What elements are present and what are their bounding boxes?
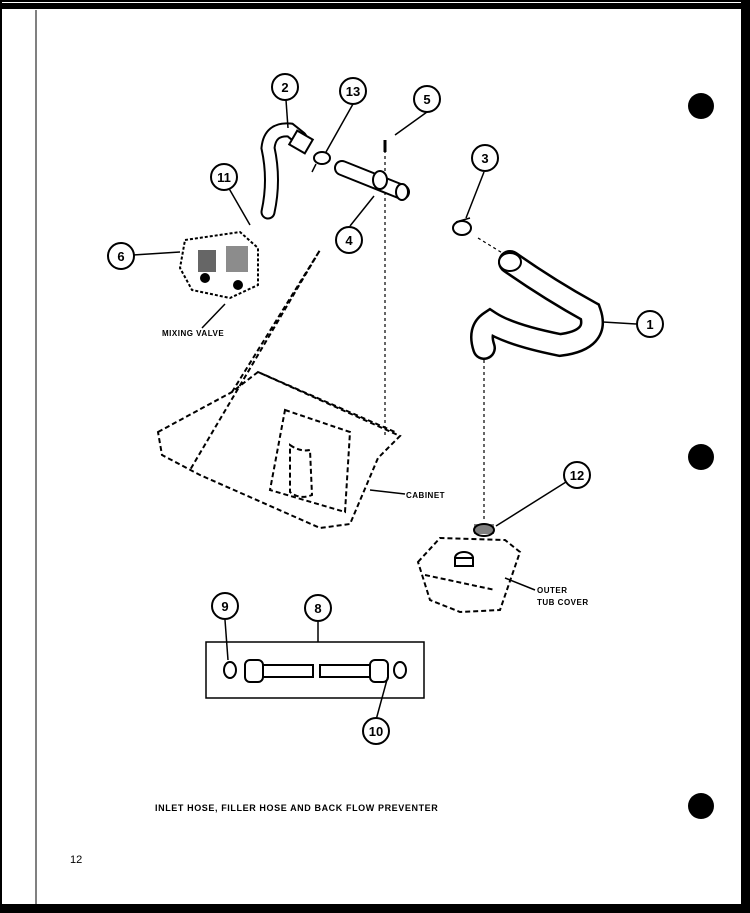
svg-text:8: 8 <box>314 601 321 616</box>
callout-1: 1 <box>636 310 664 338</box>
callout-10: 10 <box>362 717 390 745</box>
mixing-valve <box>178 230 259 300</box>
binder-hole <box>688 93 714 119</box>
callout-5: 5 <box>413 85 441 113</box>
label-cabinet: CABINET <box>406 491 445 500</box>
dash-line <box>477 237 505 255</box>
svg-text:13: 13 <box>346 84 360 99</box>
svg-text:4: 4 <box>345 233 353 248</box>
svg-text:5: 5 <box>423 92 430 107</box>
hose-kit-box <box>205 641 425 699</box>
callout-6: 6 <box>107 242 135 270</box>
cabinet-outline <box>156 150 402 530</box>
svg-text:2: 2 <box>281 80 288 95</box>
callout-8: 8 <box>304 594 332 622</box>
callout-13: 13 <box>339 77 367 105</box>
svg-text:3: 3 <box>481 151 488 166</box>
callout-12: 12 <box>563 461 591 489</box>
callout-2: 2 <box>271 73 299 101</box>
callout-4: 4 <box>335 226 363 254</box>
callout-11: 11 <box>210 163 238 191</box>
svg-text:6: 6 <box>117 249 124 264</box>
clamp-13 <box>311 151 331 173</box>
svg-text:9: 9 <box>221 599 228 614</box>
clamp-12 <box>473 523 495 537</box>
callout-9: 9 <box>211 592 239 620</box>
page-number: 12 <box>70 854 82 866</box>
svg-text:10: 10 <box>369 724 383 739</box>
label-outer: OUTER <box>537 586 568 595</box>
inlet-hose <box>470 250 604 360</box>
filler-hose <box>260 122 315 220</box>
svg-text:11: 11 <box>217 170 231 185</box>
label-tub-cover: TUB COVER <box>537 598 589 607</box>
svg-text:1: 1 <box>646 317 653 332</box>
back-flow-tube <box>334 160 410 201</box>
leader-lines <box>132 99 638 721</box>
svg-text:12: 12 <box>570 468 584 483</box>
outer-tub-cover <box>416 536 522 614</box>
binder-hole <box>688 444 714 470</box>
binder-hole <box>688 793 714 819</box>
label-mixing-valve: MIXING VALVE <box>162 329 224 338</box>
callout-3: 3 <box>471 144 499 172</box>
clamp-3 <box>452 217 472 236</box>
diagram-caption: INLET HOSE, FILLER HOSE AND BACK FLOW PR… <box>155 803 438 813</box>
